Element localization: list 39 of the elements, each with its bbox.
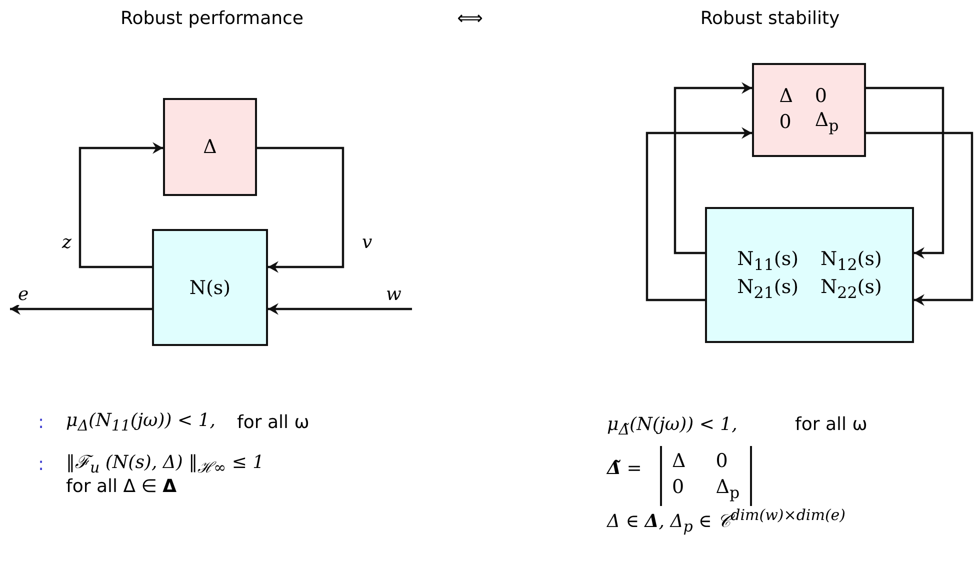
math-text: N$_{21}$(s) bbox=[737, 276, 798, 302]
arrow bbox=[78, 142, 163, 268]
matrix-entry: 0 bbox=[672, 476, 686, 500]
formula-text: for all ω bbox=[237, 412, 310, 434]
formula-text: μ$_{Δ}$(N$_{11}$(jω)) < 1, bbox=[66, 410, 216, 435]
arrow bbox=[866, 86, 944, 259]
math-text: N$_{22}$(s) bbox=[820, 276, 882, 302]
formula-text: for all ω bbox=[795, 414, 868, 436]
formula-text: μ$_{Δ̃}$(N(jω)) < 1, bbox=[607, 414, 738, 439]
formula-text: Δ ∈ Δ, Δ$_{p}$ ∈ 𝒞$^{dim(w)×dim(e)}$ bbox=[607, 506, 846, 536]
matrix-entry: Δ$_{p}$ bbox=[716, 476, 740, 502]
formula-text: Δ̃ = bbox=[607, 458, 642, 480]
heading: Robust performance bbox=[120, 8, 304, 30]
block-box bbox=[163, 98, 257, 196]
arrow bbox=[674, 82, 752, 254]
math-text: 0 bbox=[779, 110, 792, 133]
arrow bbox=[866, 132, 974, 306]
arrow bbox=[268, 303, 412, 315]
math-text: Δ bbox=[203, 136, 217, 158]
formula-text: : bbox=[38, 412, 44, 434]
math-text: 0 bbox=[814, 85, 828, 108]
arrow bbox=[10, 303, 152, 315]
math-text: Δ$_{p}$ bbox=[814, 109, 839, 135]
math-text: Δ bbox=[779, 85, 793, 108]
heading: ⟺ bbox=[457, 8, 483, 30]
formula-text: ‖ℱ$_{u}$ (N(s), Δ) ‖$_{ℋ∞}$ ≤ 1 bbox=[66, 452, 264, 477]
math-text: N$_{12}$(s) bbox=[820, 248, 882, 274]
heading: Robust stability bbox=[700, 8, 840, 30]
matrix-entry: 0 bbox=[716, 450, 729, 472]
matrix-entry: Δ bbox=[672, 450, 686, 472]
formula-text: for all Δ ∈ Δ bbox=[66, 476, 177, 498]
formula-text: : bbox=[38, 454, 44, 476]
block-box bbox=[705, 207, 914, 343]
arrow bbox=[646, 127, 752, 302]
math-text: N(s) bbox=[189, 276, 231, 298]
block-box bbox=[152, 229, 268, 346]
block-box bbox=[752, 63, 866, 157]
arrow bbox=[257, 146, 344, 273]
math-text: N$_{11}$(s) bbox=[737, 248, 798, 274]
